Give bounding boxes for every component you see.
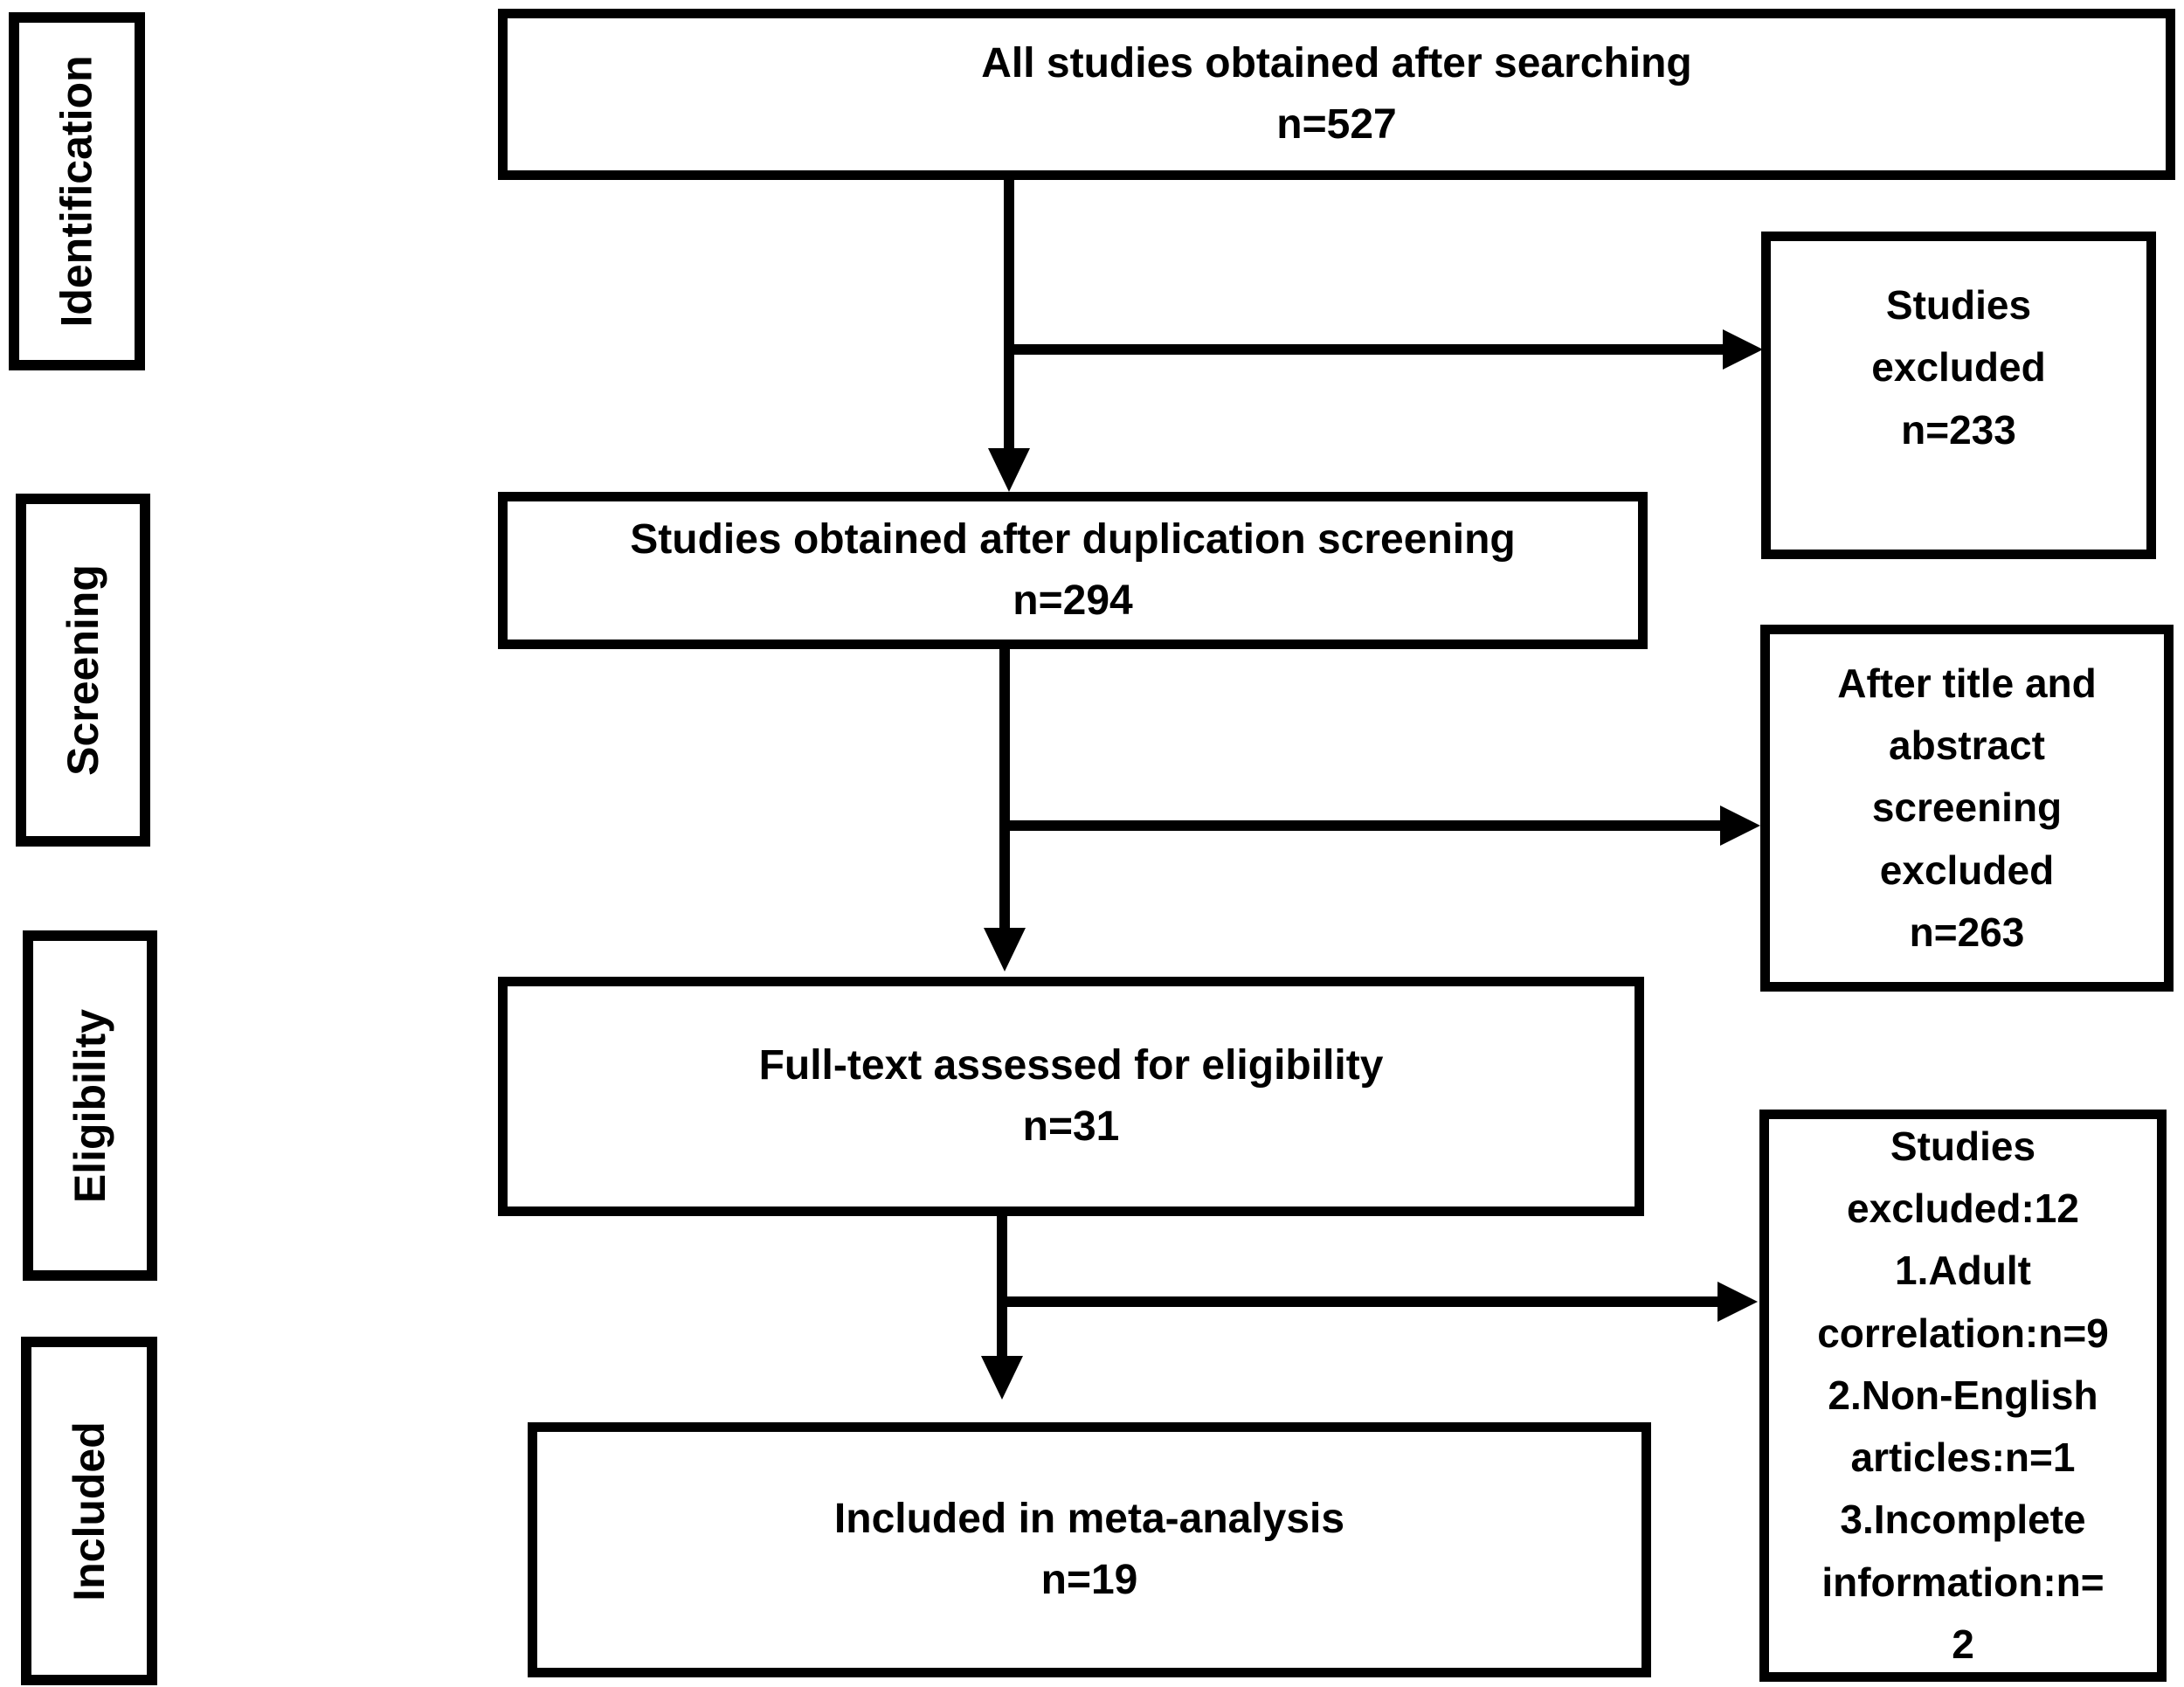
flow-box-search: All studies obtained after searching n=5… [498, 9, 2175, 180]
exclusion-box-title-abstract: After title and abstract screening exclu… [1760, 625, 2174, 992]
arrow-fulltext-to-included-line [997, 1216, 1007, 1358]
exclusion-box-title-abstract-text: After title and abstract screening exclu… [1837, 660, 2097, 955]
arrow-duplication-to-fulltext-line [999, 649, 1010, 929]
flow-box-full-text-text: Full-text assessed for eligibility n=31 [758, 1042, 1384, 1150]
flow-box-search-text: All studies obtained after searching n=5… [981, 40, 1692, 148]
flow-box-after-duplication-text: Studies obtained after duplication scree… [630, 516, 1516, 624]
arrow-to-duplicates-excluded-line [1004, 344, 1724, 355]
arrow-to-duplicates-excluded-head-icon [1723, 329, 1763, 370]
arrow-to-fulltext-excluded-line [997, 1296, 1719, 1307]
flow-box-after-duplication: Studies obtained after duplication scree… [498, 492, 1648, 649]
stage-box-included: Included [21, 1337, 157, 1685]
arrow-to-title-abstract-excluded-head-icon [1720, 805, 1760, 846]
exclusion-box-full-text-text: Studies excluded:12 1.Adult correlation:… [1817, 1123, 2109, 1668]
arrow-to-title-abstract-excluded-line [999, 820, 1722, 831]
flow-box-included-text: Included in meta-analysis n=19 [833, 1496, 1345, 1603]
stage-label-screening: Screening [59, 564, 107, 776]
arrow-fulltext-to-included-head-icon [981, 1356, 1023, 1400]
stage-box-screening: Screening [16, 494, 150, 847]
stage-box-identification: Identification [9, 12, 145, 370]
exclusion-box-full-text: Studies excluded:12 1.Adult correlation:… [1759, 1110, 2167, 1682]
arrow-duplication-to-fulltext-head-icon [984, 928, 1026, 971]
exclusion-box-duplicates-text: Studies excluded n=233 [1871, 282, 2046, 453]
stage-label-identification: Identification [52, 55, 102, 328]
stage-label-eligibility: Eligibility [66, 1008, 114, 1203]
stage-label-included: Included [65, 1421, 114, 1601]
arrow-to-fulltext-excluded-head-icon [1717, 1282, 1758, 1322]
arrow-search-to-duplication-line [1004, 179, 1014, 452]
stage-box-eligibility: Eligibility [23, 930, 157, 1281]
arrow-search-to-duplication-head-icon [988, 448, 1030, 492]
exclusion-box-duplicates: Studies excluded n=233 [1761, 232, 2156, 559]
flow-box-included: Included in meta-analysis n=19 [528, 1422, 1651, 1677]
flow-box-full-text: Full-text assessed for eligibility n=31 [498, 977, 1644, 1216]
